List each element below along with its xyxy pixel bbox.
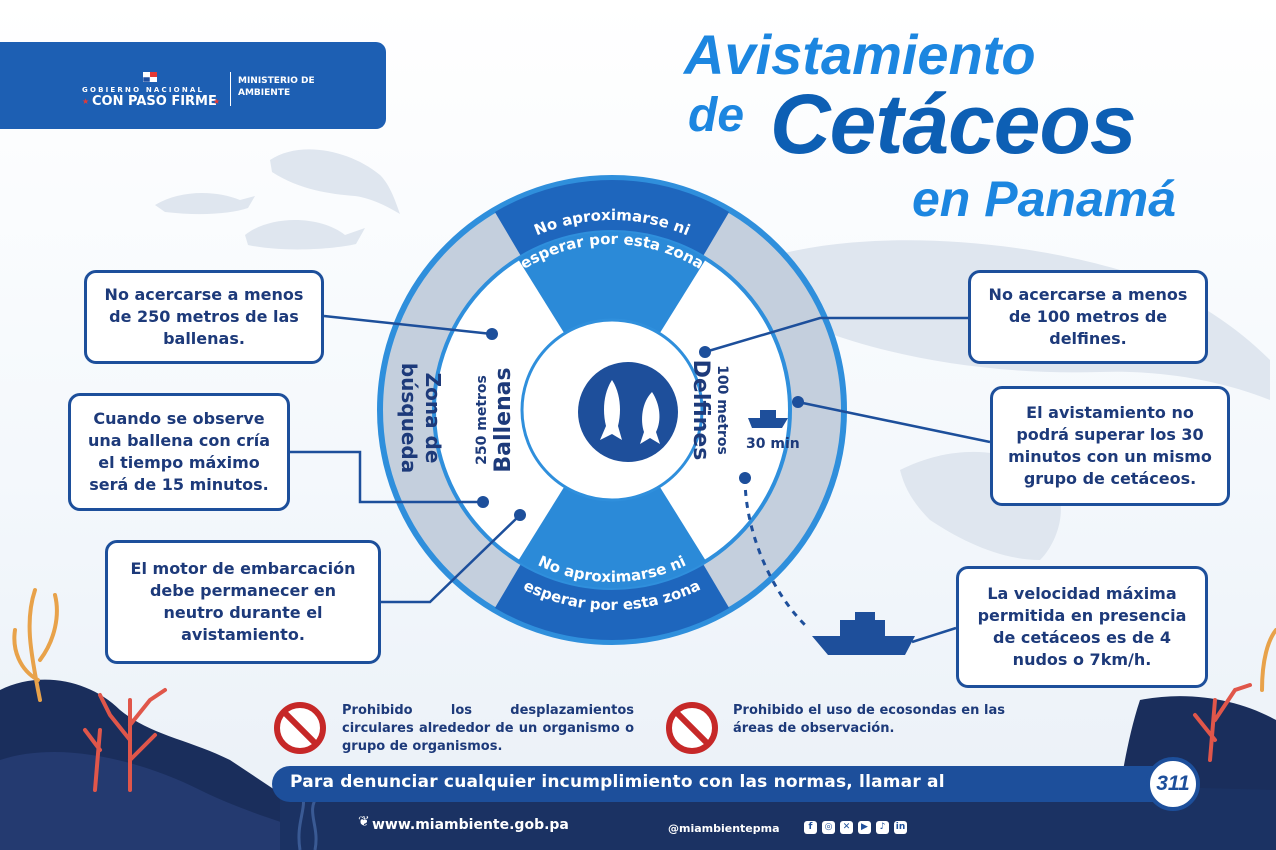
svg-text:búsqueda: búsqueda — [397, 363, 421, 473]
report-number: 311 — [1156, 772, 1190, 795]
search-zone-label: Zona de búsqueda — [397, 363, 445, 473]
header-divider — [230, 72, 231, 106]
youtube-icon[interactable]: ▶ — [858, 821, 871, 834]
svg-text:Delfines: Delfines — [688, 360, 713, 461]
callout-calf-time: Cuando se observe una ballena con cría e… — [68, 393, 290, 511]
panama-flag-icon — [143, 72, 157, 82]
red-star-icon: ★ — [213, 97, 221, 106]
government-header-badge — [0, 42, 386, 129]
dolphins-distance-label: 100 metros Delfines — [688, 360, 730, 461]
ministry-line2: AMBIENTE — [238, 88, 291, 98]
title-line1: Avistamiento — [684, 23, 1036, 86]
social-handle[interactable]: @miambientepma — [668, 822, 780, 835]
title-line3: Cetáceos — [770, 77, 1137, 171]
callout-max-speed: La velocidad máxima permitida en presenc… — [956, 566, 1208, 688]
report-bar — [272, 766, 1192, 802]
callout-observation-time: El avistamiento no podrá superar los 30 … — [990, 386, 1230, 506]
red-star-icon: ★ — [82, 97, 90, 106]
connector-dots — [477, 328, 804, 521]
time-limit-label: 30 min — [746, 436, 800, 452]
svg-text:100 metros: 100 metros — [714, 365, 730, 455]
boat-icon — [812, 612, 915, 655]
prohibition-circular-movement: Prohibido los desplazamientos circulares… — [342, 703, 634, 754]
coral-orange-icon — [12, 588, 1276, 702]
callout-dolphins-distance: No acercarse a menos de 100 metros de de… — [968, 270, 1208, 364]
report-number-badge — [1146, 757, 1200, 811]
cetaceans-center-icon — [578, 362, 678, 462]
report-text: Para denunciar cualquier incumplimiento … — [290, 772, 945, 792]
callout-whales-distance: No acercarse a menos de 250 metros de la… — [84, 270, 324, 364]
tiktok-icon[interactable]: ♪ — [876, 821, 889, 834]
callout-connectors — [290, 314, 991, 644]
gov-line2: CON PASO FIRME — [92, 94, 217, 109]
whales-distance-label: 250 metros Ballenas — [474, 367, 516, 472]
ministry-leaf-icon: ❦ — [358, 814, 370, 830]
callout-engine-neutral: El motor de embarcación debe permanecer … — [105, 540, 381, 664]
instagram-icon[interactable]: ◎ — [822, 821, 835, 834]
prohibited-icon — [274, 702, 326, 754]
boat-route-line — [743, 477, 807, 627]
website-link[interactable]: www.miambiente.gob.pa — [372, 817, 569, 833]
prohibited-icon — [666, 702, 718, 754]
facebook-icon[interactable]: f — [804, 821, 817, 834]
title-line4: en Panamá — [912, 171, 1177, 227]
coral-red-icon — [83, 683, 1252, 792]
title-line2: de — [688, 89, 745, 142]
prohibition-echo-sounders: Prohibido el uso de ecosondas en las áre… — [733, 703, 1005, 736]
x-icon[interactable]: ✕ — [840, 821, 853, 834]
ministry-line1: MINISTERIO DE — [238, 76, 315, 86]
svg-text:Zona de: Zona de — [421, 373, 445, 464]
svg-text:Ballenas: Ballenas — [491, 367, 516, 472]
small-boat-icon — [748, 410, 788, 428]
linkedin-icon[interactable]: in — [894, 821, 907, 834]
dolphin-silhouettes-icon — [155, 149, 400, 250]
gov-line1: GOBIERNO NACIONAL — [82, 86, 205, 94]
svg-text:250 metros: 250 metros — [474, 375, 490, 465]
